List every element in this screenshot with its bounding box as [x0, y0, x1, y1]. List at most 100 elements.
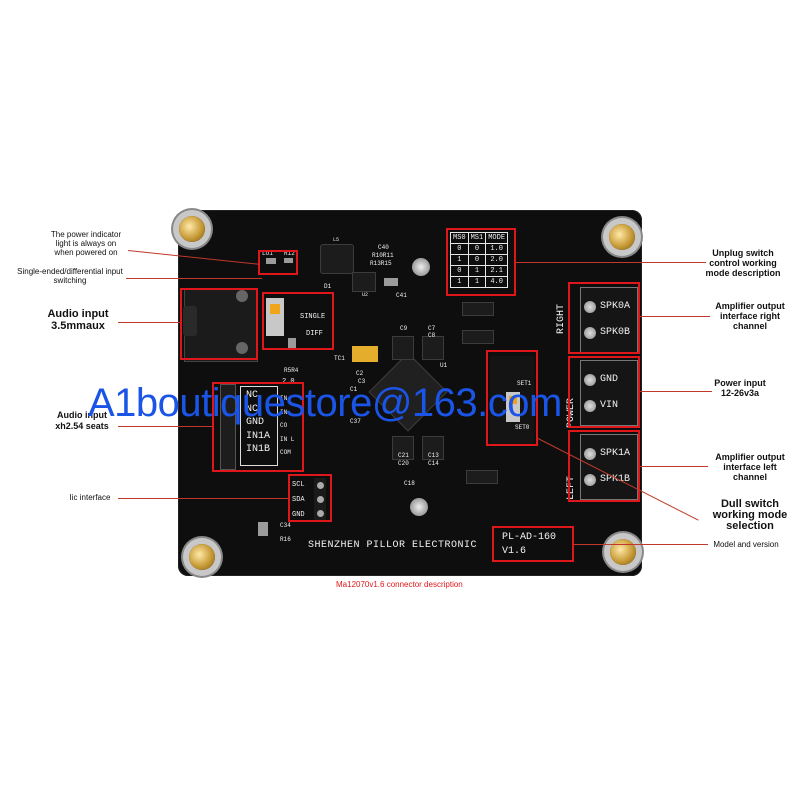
annotation-model-version: Model and version	[713, 540, 779, 549]
screw-icon[interactable]	[584, 474, 596, 486]
silk-u1: U1	[440, 362, 448, 369]
i2c-pin	[316, 496, 324, 503]
standoff-bottom-left	[189, 544, 215, 570]
silk-c9: C9	[400, 325, 408, 332]
resistor-array	[462, 302, 494, 316]
leader-input-switching	[126, 278, 262, 279]
silk-c18: C18	[404, 480, 415, 487]
i2c-pin	[316, 510, 324, 517]
highlight-model	[492, 526, 574, 562]
inductor-l5	[320, 244, 354, 274]
silk-r10r11: R10R11	[372, 252, 394, 259]
silk-c40: C40	[378, 244, 389, 251]
annotation-input-switching: Single-ended/differential input switchin…	[17, 267, 123, 285]
silk-r16: R16	[280, 536, 291, 543]
power-led	[266, 258, 276, 264]
screw-icon[interactable]	[584, 301, 596, 313]
terminal-pin-label: VIN	[600, 400, 619, 411]
leader-amp-right	[640, 316, 710, 317]
power-terminal	[580, 360, 638, 426]
silk-c3: C3	[358, 378, 366, 385]
annotation-audio-xh: Audio input xh2.54 seats	[55, 410, 109, 431]
xh-pin-sublabel: IN	[280, 395, 288, 402]
cap-c34	[258, 522, 268, 536]
dip-knob[interactable]	[270, 304, 280, 314]
brand-silkscreen: SHENZHEN PILLOR ELECTRONIC	[308, 540, 478, 551]
regulator-u2	[352, 272, 376, 292]
silk-r5r4: R5R4	[284, 367, 299, 374]
screw-icon[interactable]	[584, 448, 596, 460]
terminal-pin: SPK1B	[584, 467, 630, 493]
mount-screw-bottom	[410, 498, 428, 516]
terminal-pin-label: SPK1B	[600, 474, 631, 485]
silk-l5: L5	[333, 237, 340, 243]
xh254-connector	[220, 384, 236, 470]
left-channel-terminal	[580, 434, 638, 500]
left-channel-pins: SPK1A SPK1B	[584, 441, 630, 493]
terminal-pin-label: SPK0B	[600, 327, 631, 338]
silk-r12: R12	[284, 250, 295, 257]
resistor-r5r4	[288, 338, 296, 350]
standoff-bottom-right	[610, 539, 636, 565]
leader-power-input	[640, 391, 712, 392]
xh-label-frame	[240, 386, 278, 466]
silk-tc1: TC1	[334, 355, 345, 362]
i2c-pin-label: GND	[292, 511, 305, 519]
tantalum-cap-tc1	[352, 346, 378, 362]
silk-d1: D1	[324, 283, 332, 290]
silk-c37: C37	[350, 418, 361, 425]
xh-pin-sublabel: COM	[280, 449, 291, 456]
screw-icon[interactable]	[584, 327, 596, 339]
terminal-pin: VIN	[584, 393, 618, 419]
right-channel-label: RIGHT	[556, 303, 567, 334]
silk-r13r15: R13R15	[370, 260, 392, 267]
mode-dip-knob[interactable]	[509, 396, 517, 404]
highlight-left-terminal	[568, 430, 640, 502]
terminal-pin-label: SPK0A	[600, 301, 631, 312]
i2c-pin	[316, 482, 324, 489]
inductor	[392, 336, 414, 360]
terminal-pin-label: SPK1A	[600, 448, 631, 459]
xh-pin-sublabel: IN	[280, 408, 288, 416]
screw-icon[interactable]	[584, 400, 596, 412]
silk-set0: SET0	[515, 424, 530, 431]
standoff-top-left	[179, 216, 205, 242]
resistor-array	[462, 330, 494, 344]
aux-jack-pin	[236, 290, 248, 302]
screw-icon[interactable]	[584, 374, 596, 386]
annotation-dull-switch: Dull switch working mode selection	[712, 498, 788, 532]
silk-c20: C20	[398, 460, 409, 467]
silk-u2: U2	[362, 292, 369, 298]
mode-table-cell: 1	[467, 276, 487, 288]
leader-audio-xh	[118, 426, 212, 427]
annotation-amp-left: Amplifier output interface left channel	[715, 452, 785, 482]
resistor-array	[466, 470, 498, 484]
power-pins: GND VIN	[584, 367, 618, 419]
silk-diff: DIFF	[306, 330, 323, 338]
terminal-pin: SPK1A	[584, 441, 630, 467]
highlight-mode-switch	[486, 350, 538, 446]
highlight-power-terminal	[568, 356, 640, 428]
highlight-mode-table	[446, 228, 516, 296]
annotation-power-indicator: The power indicator light is always on w…	[50, 230, 122, 257]
inductor	[422, 436, 444, 460]
model-silkscreen: PL-AD-160	[502, 532, 557, 543]
aux-jack-barrel	[183, 306, 197, 336]
terminal-pin: GND	[584, 367, 618, 393]
aux-jack-pin	[236, 342, 248, 354]
leader-iic	[118, 498, 288, 499]
silk-single: SINGLE	[300, 313, 326, 321]
terminal-pin: SPK0B	[584, 320, 630, 346]
watermark-text: A1boutiquestore@163.com	[88, 381, 562, 425]
mount-screw-top	[412, 258, 430, 276]
standoff-top-right	[609, 224, 635, 250]
highlight-aux-jack	[180, 288, 258, 360]
xh-pin-label: IN1A	[246, 430, 271, 442]
silk-c34: C34	[280, 522, 291, 529]
annotation-unplug-switch: Unplug switch control working mode descr…	[705, 248, 781, 278]
silk-lo1: LO1	[262, 250, 273, 257]
